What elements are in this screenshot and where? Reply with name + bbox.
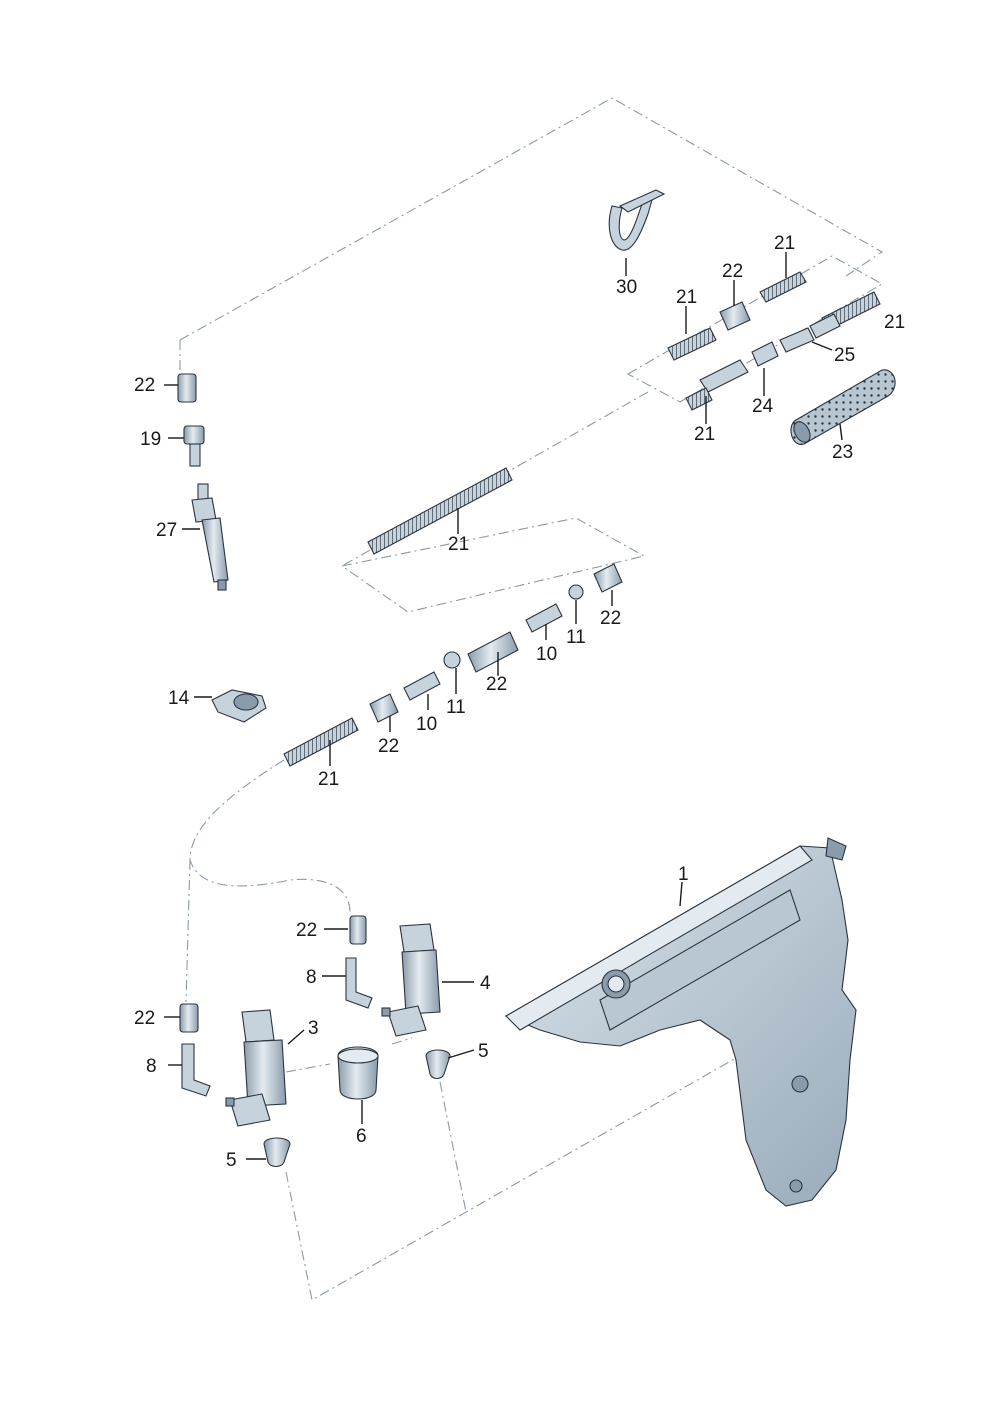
long-tube-21: [367, 467, 513, 555]
callout-22-top: 22: [722, 261, 743, 282]
callout-10-left: 10: [416, 714, 437, 735]
holder-14: [211, 689, 267, 723]
callout-14: 14: [168, 688, 190, 709]
callout-22-pump3: 22: [134, 1008, 155, 1029]
phantom-lines: [179, 97, 884, 1301]
callout-21-top-right: 21: [774, 233, 795, 254]
callout-11-left: 11: [446, 697, 466, 718]
callout-22-pump4: 22: [296, 920, 317, 941]
seals-5: [263, 1049, 451, 1168]
callout-22-mid-left: 22: [378, 736, 399, 757]
callout-labels: 30 21 22 21 21 25 24 21 23 22 19 27 21 2…: [134, 233, 905, 1171]
cable-tie-30: [608, 189, 666, 251]
callout-6: 6: [356, 1126, 367, 1147]
callout-10-right: 10: [536, 644, 557, 665]
callout-23: 23: [832, 442, 853, 463]
callout-21-lower-left: 21: [694, 424, 715, 445]
grommet-6: [337, 1046, 379, 1100]
callout-27: 27: [156, 520, 177, 541]
pump-3: [179, 1003, 287, 1127]
callout-21-far-right: 21: [884, 312, 905, 333]
callout-8-pump3: 8: [146, 1056, 157, 1077]
callout-11-right: 11: [566, 627, 586, 648]
callout-19: 19: [140, 429, 161, 450]
callout-1: 1: [678, 864, 689, 885]
upper-tube-set: [667, 271, 896, 445]
callout-4: 4: [480, 973, 491, 994]
middle-coupling-chain: [283, 563, 623, 767]
callout-24: 24: [752, 396, 774, 417]
callout-25: 25: [834, 345, 855, 366]
callout-21-top-left: 21: [676, 287, 697, 308]
callout-22-mid-right: 22: [600, 608, 621, 629]
callout-21-lower: 21: [318, 769, 339, 790]
callout-8-pump4: 8: [306, 967, 317, 988]
pump-4: [345, 915, 441, 1037]
callout-21-long-tube: 21: [448, 534, 469, 555]
callout-22-mid: 22: [486, 674, 507, 695]
left-jet-stack: [177, 373, 229, 591]
callout-5-right: 5: [478, 1041, 489, 1062]
callout-5-left: 5: [226, 1150, 237, 1171]
leader-lines: [164, 252, 843, 1160]
callout-22-left-top: 22: [134, 375, 155, 396]
callout-30: 30: [616, 277, 637, 298]
callout-3: 3: [308, 1018, 319, 1039]
washer-fluid-reservoir-1: [504, 837, 857, 1207]
